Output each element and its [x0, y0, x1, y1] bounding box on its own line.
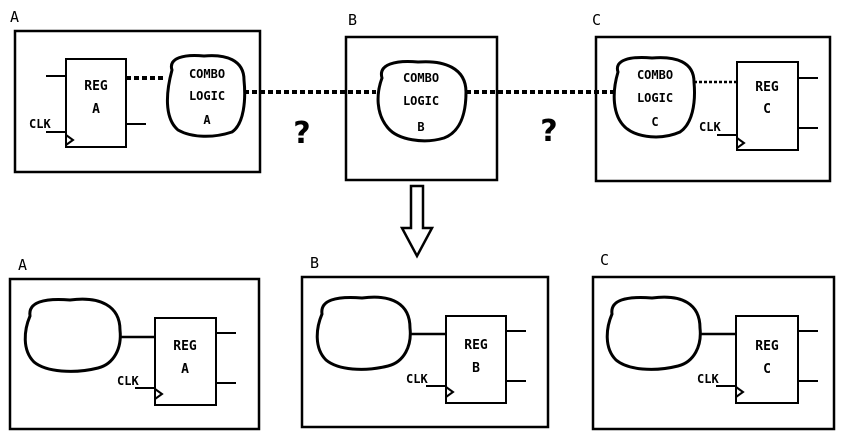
top-combo-logic-b-blob: [376, 60, 468, 143]
top-reg-c-id: C: [763, 102, 771, 117]
bottom-reg-c-id: C: [763, 362, 771, 377]
top-combo-logic-a-line2: LOGIC: [189, 89, 225, 103]
top-combo-logic-c: COMBO LOGIC C: [612, 56, 696, 139]
bottom-reg-c-box: [735, 315, 799, 404]
top-reg-a-clock-label: CLK: [29, 117, 51, 131]
top-reg-a: REG A CLK: [29, 58, 146, 148]
top-module-b-label: B: [348, 11, 357, 29]
bottom-logic-b-blob: [315, 295, 412, 371]
top-module-a: A REG A CLK COMBO LOGIC A: [10, 8, 262, 174]
top-module-a-label: A: [10, 8, 19, 26]
bottom-module-b-label: B: [310, 254, 319, 272]
bottom-module-b: B REG B CLK: [300, 254, 550, 429]
bottom-reg-a-id: A: [181, 362, 189, 377]
bottom-reg-c-clock-triangle: [735, 386, 745, 398]
bottom-row: A REG A CLK B REG B: [8, 251, 836, 431]
top-combo-logic-a: COMBO LOGIC A: [165, 54, 247, 138]
bottom-logic-c-blob: [605, 295, 702, 371]
top-combo-logic-b: COMBO LOGIC B: [376, 60, 468, 143]
bottom-reg-c-clock-label: CLK: [697, 372, 719, 386]
top-combo-logic-a-blob: [165, 54, 247, 138]
top-reg-c-clock-label: CLK: [699, 120, 721, 134]
bottom-module-c-box: [591, 275, 836, 431]
bottom-reg-b: REG B CLK: [406, 315, 526, 404]
bottom-reg-a-box: [154, 317, 217, 406]
top-combo-logic-c-line3: C: [651, 115, 658, 129]
bottom-reg-a: REG A CLK: [117, 317, 236, 406]
bottom-reg-b-clock-label: CLK: [406, 372, 428, 386]
bottom-logic-a-blob: [23, 297, 122, 373]
top-combo-logic-c-blob: [612, 56, 696, 139]
bottom-reg-b-clock-triangle: [445, 386, 455, 398]
bottom-reg-b-name: REG: [464, 338, 488, 353]
top-combo-logic-c-line1: COMBO: [637, 68, 673, 82]
bottom-module-b-box: [300, 275, 550, 429]
bottom-module-a-box: [8, 277, 261, 431]
bottom-module-c: C REG C CLK: [591, 251, 836, 431]
top-combo-logic-a-line3: A: [203, 113, 211, 127]
top-module-a-box: [13, 29, 262, 174]
top-reg-a-clock-triangle: [65, 134, 75, 146]
top-combo-logic-c-line2: LOGIC: [637, 91, 673, 105]
top-reg-c-box: [736, 61, 799, 151]
top-combo-logic-b-line2: LOGIC: [403, 94, 439, 108]
bottom-module-a: A REG A CLK: [8, 256, 261, 431]
top-combo-logic-a-line1: COMBO: [189, 67, 225, 81]
top-module-b-box: [344, 35, 499, 182]
bottom-reg-a-clock-triangle: [154, 388, 164, 400]
top-reg-c-name: REG: [755, 80, 779, 95]
top-module-c-label: C: [592, 11, 601, 29]
bottom-module-a-label: A: [18, 256, 27, 274]
top-combo-logic-b-line3: B: [417, 120, 424, 134]
top-module-c-box: [594, 35, 832, 183]
top-reg-a-box: [65, 58, 127, 148]
bottom-reg-b-box: [445, 315, 507, 404]
bottom-module-c-label: C: [600, 251, 609, 269]
top-reg-c-clock-triangle: [736, 137, 746, 149]
top-row: A REG A CLK COMBO LOGIC A: [10, 8, 832, 183]
top-module-b: B COMBO LOGIC B: [344, 11, 499, 182]
top-reg-a-id: A: [92, 102, 100, 117]
top-module-c: C COMBO LOGIC C REG C CLK: [592, 11, 832, 183]
top-ab-question-mark: ?: [293, 116, 310, 151]
top-reg-a-name: REG: [84, 79, 108, 94]
top-bc-question-mark: ?: [540, 114, 557, 149]
bottom-reg-a-name: REG: [173, 339, 197, 354]
down-arrow-icon: [399, 184, 435, 259]
bottom-reg-a-clock-label: CLK: [117, 374, 139, 388]
bottom-reg-b-id: B: [472, 361, 480, 376]
bottom-reg-c-name: REG: [755, 339, 779, 354]
top-combo-logic-b-line1: COMBO: [403, 71, 439, 85]
top-reg-c: REG C CLK: [699, 61, 818, 151]
bottom-reg-c: REG C CLK: [697, 315, 818, 404]
